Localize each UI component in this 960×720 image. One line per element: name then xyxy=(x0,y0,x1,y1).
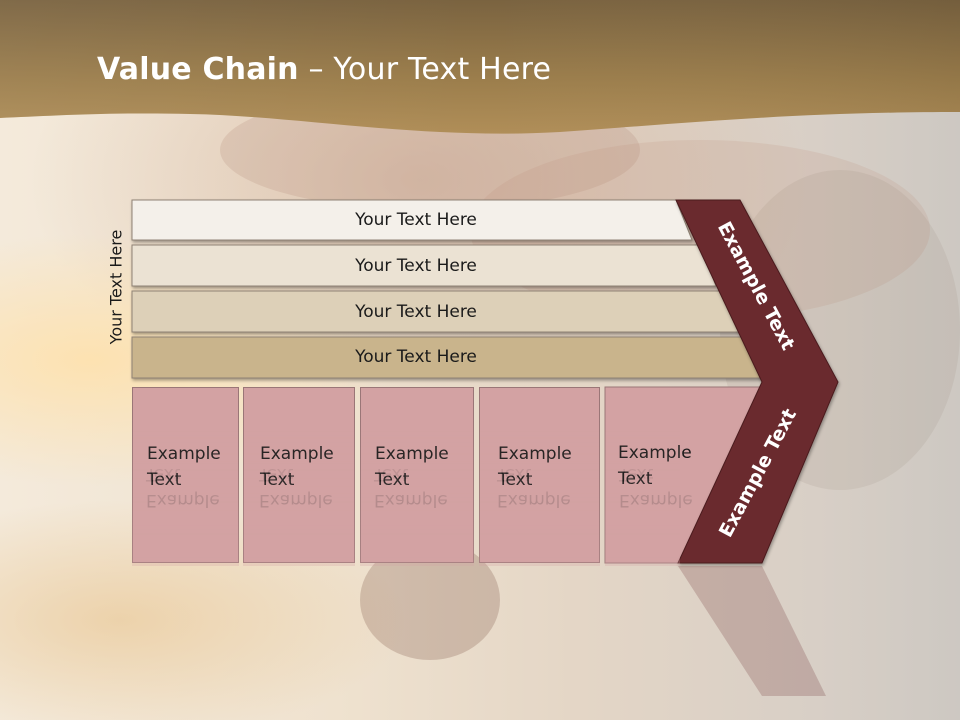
box-5-line1: Example xyxy=(618,443,692,463)
box-5-line2: Text xyxy=(618,469,653,489)
box-1-line1: Example xyxy=(147,444,221,464)
row-label-3: Your Text Here xyxy=(355,302,477,322)
slide-title: Value Chain – Your Text Here xyxy=(97,52,551,87)
row-shape-1 xyxy=(131,199,693,241)
chevron-reflection xyxy=(678,566,826,696)
box-4-line2: Text xyxy=(498,470,533,490)
row-label-1: Your Text Here xyxy=(355,210,477,230)
box-3-line2: Text xyxy=(375,470,410,490)
row-label-2: Your Text Here xyxy=(355,256,477,276)
title-rest: – Your Text Here xyxy=(298,52,552,87)
chevron-arrow xyxy=(675,199,839,564)
box-2-line2: Text xyxy=(260,470,295,490)
box-3-line1: Example xyxy=(375,444,449,464)
box-1-line2: Text xyxy=(147,470,182,490)
row-label-4: Your Text Here xyxy=(355,347,477,367)
row-shape-2 xyxy=(131,244,717,287)
header-band xyxy=(0,0,960,134)
box-4-line1: Example xyxy=(498,444,572,464)
title-bold: Value Chain xyxy=(97,52,299,87)
box-2-line1: Example xyxy=(260,444,334,464)
